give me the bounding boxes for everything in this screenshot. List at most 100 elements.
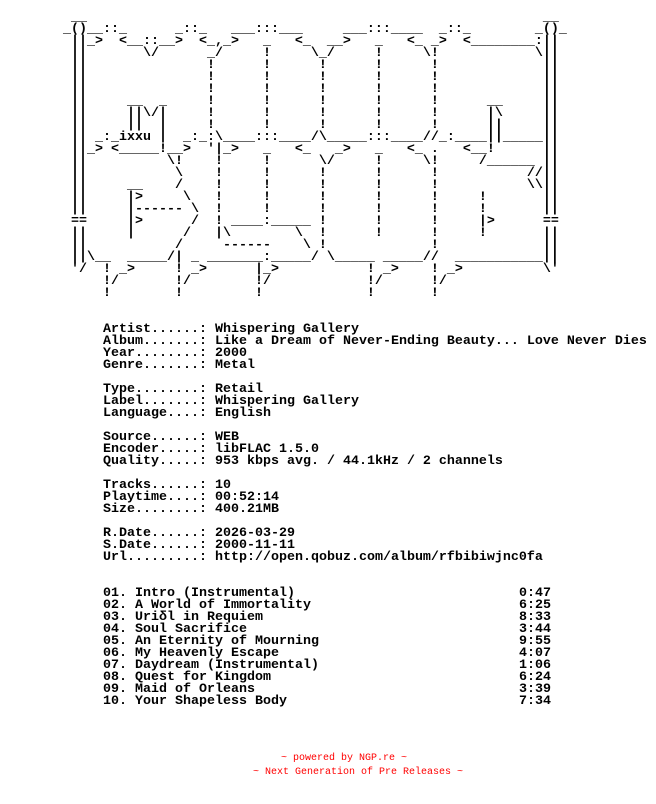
info-row: Encoder.....: libFLAC 1.5.0 xyxy=(103,442,647,457)
track-number: 05. xyxy=(103,634,127,649)
ascii-art-line: ||_> <__::__> <_,_> _ <_ __> _ <_ _> <__… xyxy=(7,34,559,49)
info-separator: : xyxy=(198,358,215,373)
info-separator: : xyxy=(198,382,215,397)
track-duration: 1:06 xyxy=(519,658,551,673)
track-title: Soul Sacrifice xyxy=(135,622,247,637)
info-separator: : xyxy=(198,334,215,349)
ascii-art-line: || \ ! ! ! ! ! //|| xyxy=(7,166,559,181)
ascii-art-line: ||_> <_____!__> '|_> _ <_ _> _ <_ . <__!… xyxy=(7,142,559,157)
track-number: 08. xyxy=(103,670,127,685)
track-duration: 4:07 xyxy=(519,646,551,661)
info-separator: : xyxy=(198,322,215,337)
track-duration: 7:34 xyxy=(519,694,551,709)
info-row: Quality.....: 953 kbps avg. / 44.1kHz / … xyxy=(103,454,647,469)
ascii-art-line: '/ ! _> ! _> |_> ! _> ! _> \' xyxy=(7,262,559,277)
info-label: Size........ xyxy=(103,502,199,517)
track-title: Intro (Instrumental) xyxy=(135,586,295,601)
track-duration: 6:24 xyxy=(519,670,551,685)
track-title: Quest for Kingdom xyxy=(135,670,271,685)
ascii-art-line: || | / |\ \ ! ! ! ! || xyxy=(7,226,559,241)
ascii-art-line: || ! ! ! ! ! || xyxy=(7,58,559,73)
info-value: 00:52:14 xyxy=(214,490,279,505)
info-separator: : xyxy=(198,346,215,361)
track-duration: 8:33 xyxy=(519,610,551,625)
info-row: Language....: English xyxy=(103,406,647,421)
track-title: My Heavenly Escape xyxy=(135,646,279,661)
info-value: 400.21MB xyxy=(214,502,279,517)
track-number: 02. xyxy=(103,598,127,613)
info-label: Tracks...... xyxy=(103,478,199,493)
info-value: 2000 xyxy=(214,346,247,361)
ascii-art-line: _()__::_ _::_ ___:::___ ___:::____ _::_ … xyxy=(7,22,567,37)
ascii-art-line: || / ------ \ ! ! || xyxy=(7,238,559,253)
track-number: 04. xyxy=(103,622,127,637)
info-row: Size........: 400.21MB xyxy=(103,502,647,517)
info-row: S.Date......: 2000-11-11 xyxy=(103,538,647,553)
info-label: Quality..... xyxy=(103,454,199,469)
track-title: Daydream (Instrumental) xyxy=(135,658,319,673)
info-row: Album.......: Like a Dream of Never-Endi… xyxy=(103,334,647,349)
info-label: Playtime.... xyxy=(103,490,199,505)
info-label: Year........ xyxy=(103,346,199,361)
info-label: Language.... xyxy=(103,406,199,421)
ascii-art-line: ! ! ! ! ! xyxy=(7,286,439,301)
footer-powered-by: ~ powered by NGP.re ~ xyxy=(281,753,408,764)
info-label: Type........ xyxy=(103,382,199,397)
footer-tagline: ~ Next Generation of Pre Releases ~ xyxy=(253,767,464,778)
track-title: Uriδl in Requiem xyxy=(135,610,263,625)
ascii-art-line: || \! ! ! \/ ! \! /______ || xyxy=(7,154,559,169)
ascii-art-line: || __ / ! ! ! ! ! \\|| xyxy=(7,178,559,193)
info-label: R.Date...... xyxy=(103,526,199,541)
info-label: Encoder..... xyxy=(103,442,199,457)
info-row: Tracks......: 10 xyxy=(103,478,647,493)
ascii-art-line: __ __ xyxy=(7,10,559,25)
track-number: 01. xyxy=(103,586,127,601)
track-duration: 0:47 xyxy=(519,586,551,601)
track-duration: 3:39 xyxy=(519,682,551,697)
ascii-art-line: || _:_ixxu | _:_:\____:::____/\_____:::_… xyxy=(7,130,559,145)
track-duration: 3:44 xyxy=(519,622,551,637)
ascii-art-line: || |------ \ ! ! ! ! ! ! || xyxy=(7,202,559,217)
track-row: 07. Daydream (Instrumental)1:06 xyxy=(103,658,563,673)
info-separator: : xyxy=(198,490,215,505)
info-value: Whispering Gallery xyxy=(214,322,359,337)
info-row: Label.......: Whispering Gallery xyxy=(103,394,647,409)
info-value: Like a Dream of Never-Ending Beauty... L… xyxy=(214,334,647,349)
info-separator: : xyxy=(198,454,215,469)
info-separator: : xyxy=(198,502,215,517)
ascii-art-line: ||\__ _____/| _ _______:_____/ \_____ __… xyxy=(7,250,559,265)
info-value: 2026-03-29 xyxy=(214,526,295,541)
info-value: http://open.qobuz.com/album/rfbibiwjnc0f… xyxy=(214,550,543,565)
track-number: 09. xyxy=(103,682,127,697)
info-separator: : xyxy=(198,430,215,445)
info-separator: : xyxy=(198,550,215,565)
info-label: Source...... xyxy=(103,430,199,445)
info-value: Whispering Gallery xyxy=(214,394,359,409)
info-row: Year........: 2000 xyxy=(103,346,647,361)
info-label: S.Date...... xyxy=(103,538,199,553)
track-title: Your Shapeless Body xyxy=(135,694,287,709)
info-separator: : xyxy=(198,406,215,421)
info-separator: : xyxy=(198,526,215,541)
ascii-art-line: || || | ! ! ! ! ! || || xyxy=(7,118,559,133)
ascii-art-line: || ! ! ! ! ! || xyxy=(7,82,559,97)
info-value: Metal xyxy=(214,358,255,373)
info-row: Type........: Retail xyxy=(103,382,647,397)
track-duration: 9:55 xyxy=(519,634,551,649)
ascii-art-line: || |> \ ! ! ! ! ! ! || xyxy=(7,190,559,205)
info-value: 10 xyxy=(214,478,231,493)
ascii-art-line: !/ !/ !/ !/ !/ xyxy=(7,274,447,289)
info-label: Label....... xyxy=(103,394,199,409)
ascii-art-line: || ! ! ! ! ! || xyxy=(7,70,559,85)
ascii-art-line: || __ _ ! ! ! ! ! __ || xyxy=(7,94,559,109)
info-separator: : xyxy=(198,478,215,493)
ascii-art-line: || ||\/| ! ! ! ! ! |\ || xyxy=(7,106,559,121)
track-row: 04. Soul Sacrifice 3:44 xyxy=(103,622,563,637)
info-label: Url......... xyxy=(103,550,199,565)
